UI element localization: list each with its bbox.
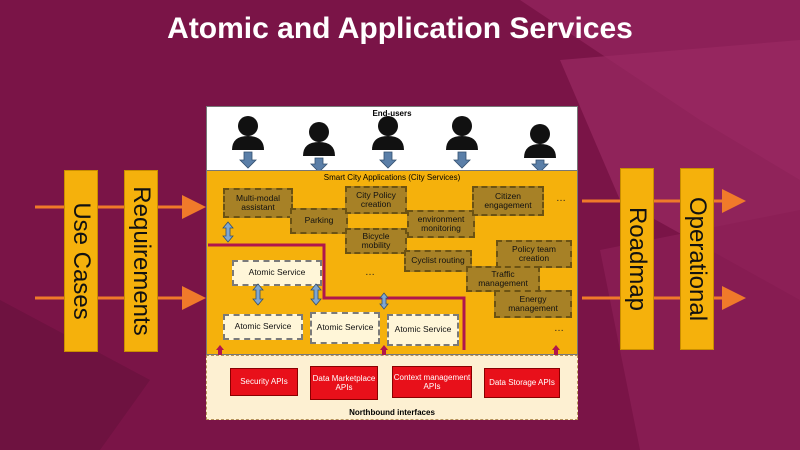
end-users-label: End-users (372, 109, 412, 118)
roadmap-bar: Roadmap (620, 168, 654, 350)
northbound-label: Northbound interfaces (349, 408, 435, 417)
use-cases-bar: Use Cases (64, 170, 98, 352)
app-cyclist: Cyclist routing (404, 250, 472, 272)
smart-city-label: Smart City Applications (City Services) (323, 173, 461, 182)
app-energy: Energy management (494, 290, 572, 318)
app-city-policy: City Policy creation (345, 186, 407, 214)
user-icon (524, 124, 556, 158)
app-bicycle: Bicycle mobility (345, 228, 407, 254)
ellipsis-mid: … (365, 267, 375, 278)
user-icon (232, 116, 264, 150)
data-storage-apis: Data Storage APIs (484, 368, 560, 398)
operational-bar: Operational (680, 168, 714, 350)
page-title: Atomic and Application Services (167, 12, 633, 45)
app-policy-team: Policy team creation (496, 240, 572, 268)
context-management-apis: Context management APIs (392, 366, 472, 398)
services-separator (208, 243, 466, 350)
security-apis: Security APIs (230, 368, 298, 396)
user-icon (303, 122, 335, 156)
app-multimodal: Multi-modal assistant (223, 188, 293, 218)
ellipsis-bottom: … (554, 323, 564, 334)
atomic-service: Atomic Service (387, 314, 459, 346)
app-citizen: Citizen engagement (472, 186, 544, 216)
atomic-service: Atomic Service (223, 314, 303, 340)
user-icon (446, 116, 478, 150)
app-parking: Parking (290, 208, 348, 234)
data-marketplace-apis: Data Marketplace APIs (310, 366, 378, 400)
requirements-bar: Requirements (124, 170, 158, 352)
atomic-service: Atomic Service (310, 312, 380, 344)
app-environment: environment monitoring (407, 210, 475, 238)
user-icon (372, 116, 404, 150)
ellipsis-top: … (556, 193, 566, 204)
atomic-service: Atomic Service (232, 260, 322, 286)
end-users-icons (232, 116, 556, 173)
